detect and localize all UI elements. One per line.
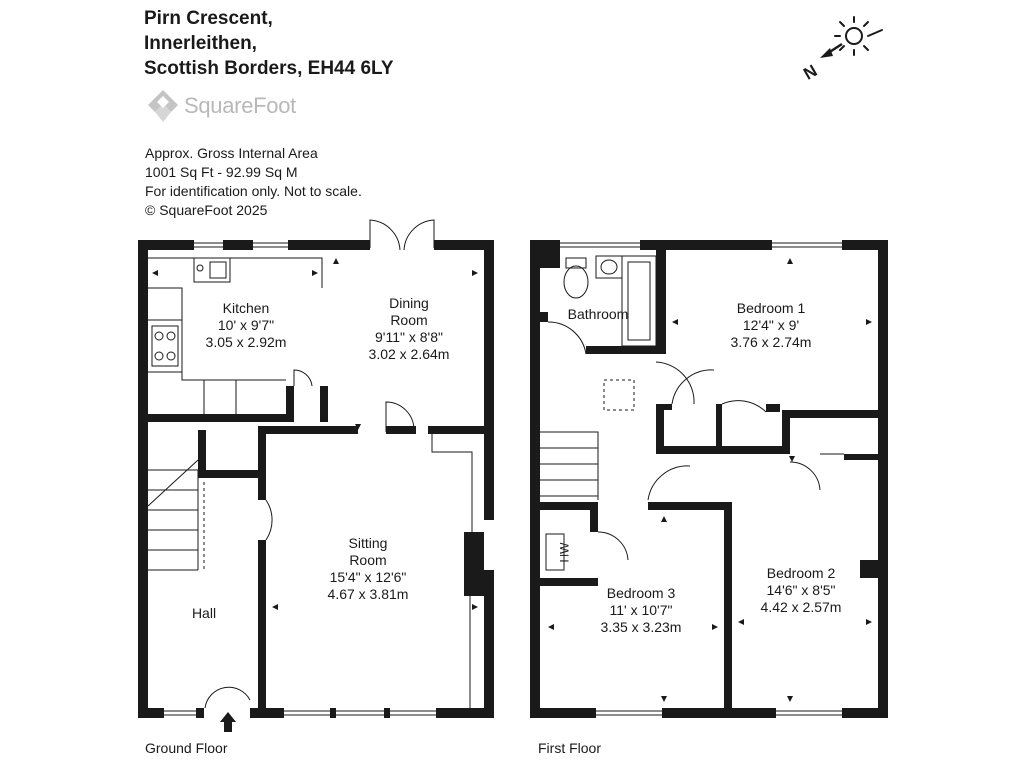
- area-info-line-2: 1001 Sq Ft - 92.99 Sq M: [145, 164, 298, 180]
- room-label-bedroom-1: Bedroom 1 12'4" x 9' 3.76 x 2.74m: [731, 300, 812, 351]
- squarefoot-logo-icon: [148, 90, 178, 122]
- ground-floor-plan: [138, 219, 494, 732]
- bedroom1-imperial: 12'4" x 9': [742, 317, 800, 333]
- room-label-bathroom: Bathroom: [568, 306, 629, 323]
- logo-text: SquareFoot: [184, 93, 296, 118]
- dining-metric: 3.02 x 2.64m: [368, 346, 450, 362]
- room-label-kitchen: Kitchen 10' x 9'7" 3.05 x 2.92m: [206, 300, 287, 351]
- sitting-name-2: Room: [349, 552, 387, 568]
- room-label-bedroom-2: Bedroom 2 14'6" x 8'5" 4.42 x 2.57m: [761, 565, 842, 616]
- address-line-3: Scottish Borders, EH44 6LY: [144, 58, 394, 79]
- kitchen-name: Kitchen: [222, 300, 270, 316]
- bedroom2-imperial: 14'6" x 8'5": [766, 582, 836, 598]
- bedroom1-name: Bedroom 1: [736, 300, 806, 316]
- bathroom-name: Bathroom: [567, 306, 629, 322]
- sitting-metric: 4.67 x 3.81m: [327, 586, 409, 602]
- squarefoot-logo: SquareFoot: [146, 88, 296, 124]
- area-info-line-1: Approx. Gross Internal Area: [145, 145, 318, 161]
- kitchen-imperial: 10' x 9'7": [217, 317, 275, 333]
- hall-name: Hall: [191, 605, 217, 621]
- first-floor-label: First Floor: [538, 740, 601, 756]
- bedroom3-name: Bedroom 3: [606, 585, 676, 601]
- property-address: Pirn Crescent, Innerleithen, Scottish Bo…: [144, 6, 394, 81]
- bedroom3-metric: 3.35 x 3.23m: [600, 619, 682, 635]
- room-label-dining: Dining Room 9'11" x 8'8" 3.02 x 2.64m: [369, 295, 450, 363]
- dimension-ticks: [152, 258, 872, 702]
- copyright-text: © SquareFoot 2025: [145, 202, 268, 218]
- area-info-line-3: For identification only. Not to scale.: [145, 183, 362, 199]
- kitchen-metric: 3.05 x 2.92m: [205, 334, 287, 350]
- sitting-imperial: 15'4" x 12'6": [329, 569, 407, 585]
- address-line-2: Innerleithen,: [144, 33, 257, 54]
- bedroom1-metric: 3.76 x 2.74m: [730, 334, 812, 350]
- hw-name: HW: [557, 542, 572, 563]
- compass-sun-icon: N: [800, 16, 883, 84]
- ground-floor-label: Ground Floor: [145, 740, 228, 756]
- dining-imperial: 9'11" x 8'8": [375, 329, 443, 345]
- bedroom2-metric: 4.42 x 2.57m: [760, 599, 842, 615]
- address-line-1: Pirn Crescent,: [144, 8, 273, 29]
- first-floor-plan: [530, 240, 888, 718]
- area-info: Approx. Gross Internal Area 1001 Sq Ft -…: [145, 144, 362, 220]
- room-label-bedroom-3: Bedroom 3 11' x 10'7" 3.35 x 3.23m: [601, 585, 682, 636]
- dining-name-2: Room: [390, 312, 428, 328]
- room-label-hw: HW: [557, 543, 574, 563]
- room-label-hall: Hall: [192, 605, 216, 622]
- room-label-sitting: Sitting Room 15'4" x 12'6" 4.67 x 3.81m: [328, 535, 409, 603]
- sitting-name-1: Sitting: [348, 535, 388, 551]
- dining-name-1: Dining: [389, 295, 429, 311]
- bedroom3-imperial: 11' x 10'7": [609, 602, 673, 618]
- bedroom2-name: Bedroom 2: [766, 565, 836, 581]
